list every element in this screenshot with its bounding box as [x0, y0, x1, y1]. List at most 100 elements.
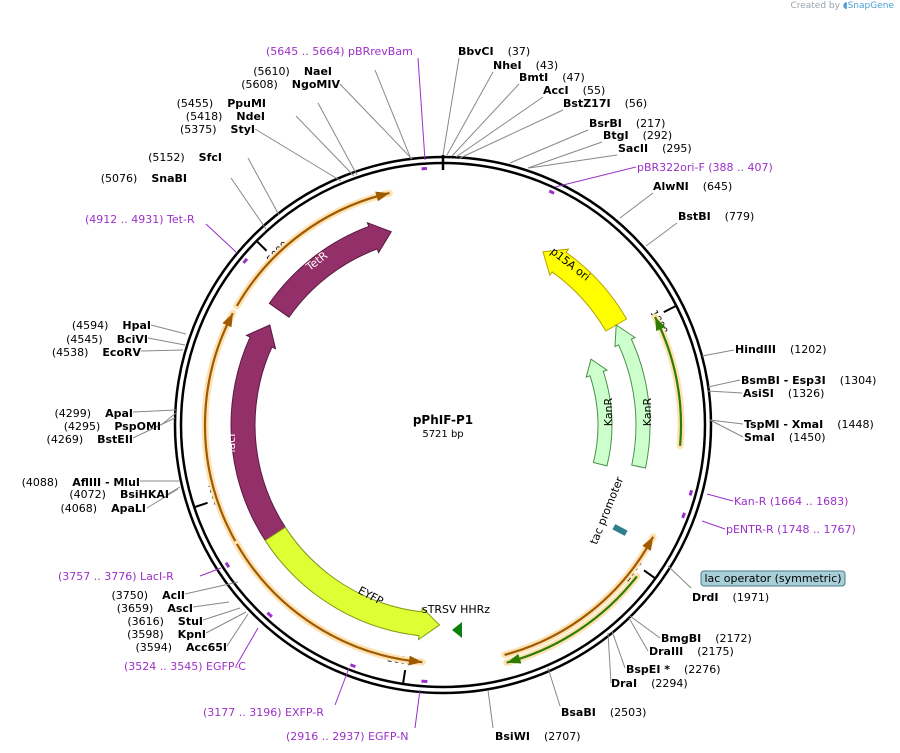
kanr-orf-arrow-2 — [654, 316, 683, 446]
site-name: AlwNI — [653, 180, 689, 193]
site-pos: (5455) — [177, 97, 214, 110]
feature-kanr-inner — [585, 358, 613, 467]
primer-leader-line — [554, 166, 637, 188]
leader-line — [295, 115, 355, 177]
leader-line — [611, 630, 626, 669]
site-pos: (1304) — [840, 374, 877, 387]
svg-text:(3598)KpnI: (3598)KpnI — [127, 628, 206, 641]
feature-label-kanr-2: KanR — [641, 397, 654, 426]
site-pos: (2276) — [684, 663, 721, 676]
leader-line — [709, 419, 744, 438]
svg-text:BstZ17I(56): BstZ17I(56) — [563, 97, 647, 110]
site-pos: (2707) — [544, 730, 581, 743]
site-pos: (4295) — [64, 420, 101, 433]
site-pos: (47) — [562, 71, 585, 84]
primer-leader-line — [417, 57, 426, 161]
leader-line — [317, 102, 358, 176]
site-pos: (645) — [703, 180, 733, 193]
primer-leader-line — [205, 223, 237, 253]
leader-line — [645, 222, 678, 247]
tetr-orf-arrow-head — [375, 191, 390, 202]
site-name: Acc65I — [186, 641, 227, 654]
leader-line — [528, 154, 618, 169]
site-pos: (779) — [725, 210, 755, 223]
ruler-tick — [193, 501, 208, 509]
leader-line — [254, 128, 342, 182]
site-name: ApaLI — [111, 502, 146, 515]
primer-label-laci-r: (3757 .. 3776) LacI-R — [58, 570, 174, 583]
site-name: HpaI — [122, 319, 151, 332]
leader-line — [509, 129, 589, 164]
svg-text:(5610)NaeI: (5610)NaeI — [253, 65, 332, 78]
site-name: AflIII - MluI — [72, 476, 140, 489]
primer-labels: (5645 .. 5664) pBRrevBam pBR322ori-F (38… — [58, 45, 856, 743]
feature-tetr — [268, 221, 392, 318]
site-name: SacII — [618, 142, 648, 155]
leader-line — [132, 409, 177, 413]
site-name: AclI — [162, 589, 185, 602]
site-name: AsiSI — [743, 387, 774, 400]
svg-text:AccI(55): AccI(55) — [543, 84, 605, 97]
feature-label-strsv-hhrz: sTRSV HHRz — [422, 603, 490, 616]
svg-text:DraIII(2175): DraIII(2175) — [649, 645, 734, 658]
primer-leader-line — [235, 627, 259, 667]
svg-text:SmaI(1450): SmaI(1450) — [744, 431, 825, 444]
leader-line — [230, 177, 267, 230]
leader-line — [146, 488, 179, 509]
site-pos: (3594) — [135, 641, 172, 654]
primer-label-exfp-r: (3177 .. 3196) EXFP-R — [203, 706, 324, 719]
site-pos: (55) — [583, 84, 606, 97]
site-pos: (217) — [636, 117, 666, 130]
svg-text:(4545)BciVI: (4545)BciVI — [66, 333, 148, 346]
primer-mark — [349, 663, 356, 669]
svg-text:BsmBI - Esp3I(1304): BsmBI - Esp3I (1304) — [741, 374, 876, 387]
site-name: PpuMI — [227, 97, 266, 110]
site-name: NaeI — [304, 65, 332, 78]
site-name: BsmBI - Esp3I — [741, 374, 826, 387]
leader-line — [547, 667, 561, 707]
leader-line — [202, 607, 241, 621]
site-name: DraIII — [649, 645, 683, 658]
primer-label-pentr-r: pENTR-R (1748 .. 1767) — [726, 523, 856, 536]
features — [201, 189, 685, 667]
eyfp-orf-arrow-head — [408, 655, 423, 666]
lac-operator-label: lac operator (symmetric) — [704, 572, 841, 585]
primer-label-egfp-n: (2916 .. 2937) EGFP-N — [286, 730, 408, 743]
svg-text:(4269)BstEII: (4269)BstEII — [47, 433, 133, 446]
primer-leader-line — [706, 493, 734, 502]
site-name: PspOMI — [114, 420, 161, 433]
site-name: DraI — [611, 677, 637, 690]
feature-kanr-outer — [614, 324, 651, 469]
lac-operator-callout: lac operator (symmetric) — [700, 570, 846, 587]
feature-lac-operator — [612, 524, 628, 536]
site-name: KpnI — [178, 628, 206, 641]
primer-leader-line — [701, 520, 726, 530]
site-pos: (292) — [643, 129, 673, 142]
leader-line — [442, 57, 460, 156]
site-name: SfcI — [199, 151, 222, 164]
site-name: BbvCI — [458, 45, 494, 58]
primer-mark — [548, 189, 555, 195]
site-pos: (37) — [508, 45, 531, 58]
site-name: BsiWI — [495, 730, 530, 743]
leader-lines — [132, 57, 744, 729]
kanr-orf-arrow-head — [642, 536, 654, 551]
svg-text:(4299)ApaI: (4299)ApaI — [55, 407, 133, 420]
site-pos: (2503) — [610, 706, 647, 719]
svg-text:(4295)PspOMI: (4295) PspOMI — [64, 420, 161, 433]
leader-line — [459, 109, 564, 159]
leader-line — [619, 192, 654, 219]
leader-line — [247, 157, 280, 216]
site-pos: (1971) — [733, 591, 770, 604]
kanr-orf-arrow-glow — [501, 533, 657, 659]
site-pos: (2172) — [715, 632, 752, 645]
site-pos: (4072) — [69, 488, 106, 501]
svg-text:BstBI(779): BstBI(779) — [678, 210, 754, 223]
plasmid-size: 5721 bp — [422, 429, 463, 440]
site-name: TspMI - XmaI — [744, 418, 823, 431]
svg-text:(4088)AflIII - MluI: (4088)AflIII - MluI — [22, 476, 140, 489]
primer-mark — [266, 611, 273, 618]
kanr-orf-arrow-2-head — [655, 316, 666, 331]
svg-text:(5076)SnaBI: (5076)SnaBI — [101, 172, 187, 185]
